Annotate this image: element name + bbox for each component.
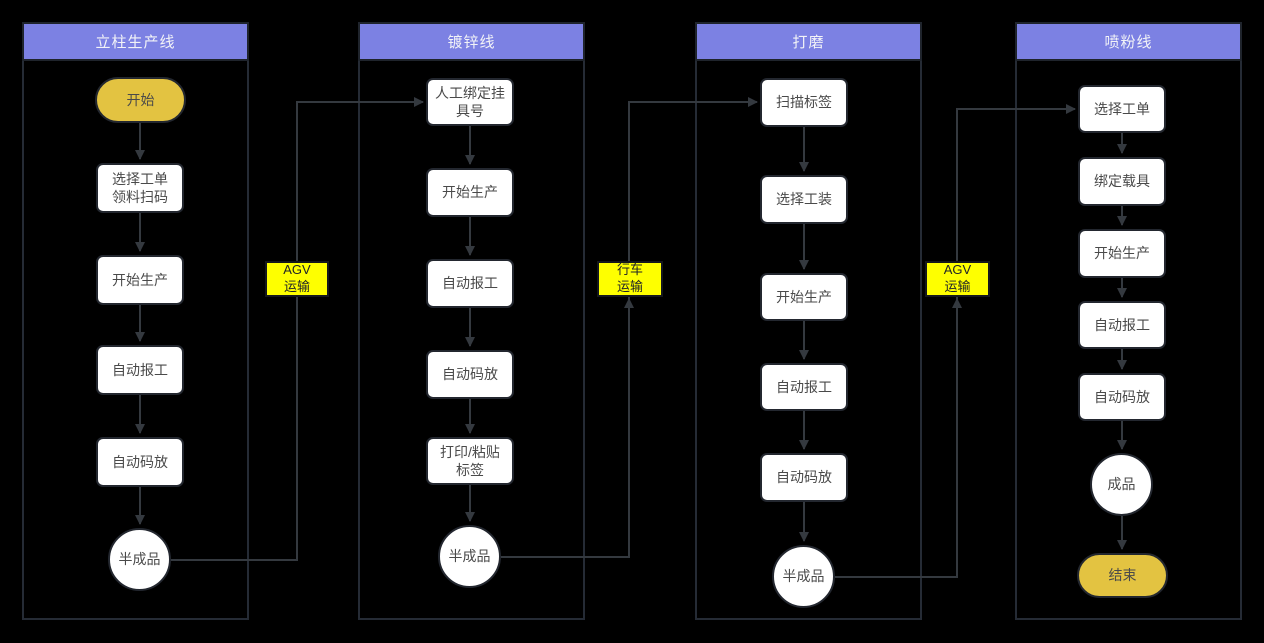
node-l3-start-production: 开始生产 — [760, 273, 848, 321]
transport-label-agv-1: AGV 运输 — [265, 261, 329, 297]
lane-header-column-production-line: 立柱生产线 — [22, 22, 249, 61]
node-l4-start-production: 开始生产 — [1078, 229, 1166, 278]
node-l2-auto-stack: 自动码放 — [426, 350, 514, 399]
node-l1-auto-stack: 自动码放 — [96, 437, 184, 487]
node-l1-semi-finished: 半成品 — [108, 528, 171, 591]
lane-galvanizing-line: 镀锌线 — [358, 22, 585, 620]
lane-column-production-line: 立柱生产线 — [22, 22, 249, 620]
node-l2-start-production: 开始生产 — [426, 168, 514, 217]
node-l2-manual-bind-hanger: 人工绑定挂 具号 — [426, 78, 514, 126]
node-l4-select-workorder: 选择工单 — [1078, 85, 1166, 133]
node-l4-auto-report: 自动报工 — [1078, 301, 1166, 349]
node-l3-select-tooling: 选择工装 — [760, 175, 848, 224]
node-l3-scan-label: 扫描标签 — [760, 78, 848, 127]
edge-lane3-to-lane4 — [835, 104, 1076, 578]
node-l3-auto-report: 自动报工 — [760, 363, 848, 411]
node-l1-start-production: 开始生产 — [96, 255, 184, 305]
node-l4-bind-carrier: 绑定载具 — [1078, 157, 1166, 206]
edge-lane2-to-lane3 — [501, 97, 758, 558]
edge-lane1-to-lane2 — [171, 97, 424, 561]
node-l3-auto-stack: 自动码放 — [760, 453, 848, 502]
lane-header-grinding: 打磨 — [695, 22, 922, 61]
node-l2-auto-report: 自动报工 — [426, 259, 514, 308]
lane-grinding: 打磨 — [695, 22, 922, 620]
transport-label-agv-2: AGV 运输 — [925, 261, 990, 297]
node-l2-semi-finished: 半成品 — [438, 525, 501, 588]
node-l1-auto-report: 自动报工 — [96, 345, 184, 395]
node-l4-auto-stack: 自动码放 — [1078, 373, 1166, 421]
node-l3-semi-finished: 半成品 — [772, 545, 835, 608]
node-l4-end: 结束 — [1077, 553, 1168, 598]
lane-header-galvanizing-line: 镀锌线 — [358, 22, 585, 61]
node-l4-finished-product: 成品 — [1090, 453, 1153, 516]
transport-label-crane: 行车 运输 — [597, 261, 663, 297]
lane-header-powder-coating-line: 喷粉线 — [1015, 22, 1242, 61]
node-l1-select-workorder-pick-scan: 选择工单 领料扫码 — [96, 163, 184, 213]
node-l2-print-paste-label: 打印/粘贴 标签 — [426, 437, 514, 485]
lane-powder-coating-line: 喷粉线 — [1015, 22, 1242, 620]
node-l1-start: 开始 — [95, 77, 186, 123]
